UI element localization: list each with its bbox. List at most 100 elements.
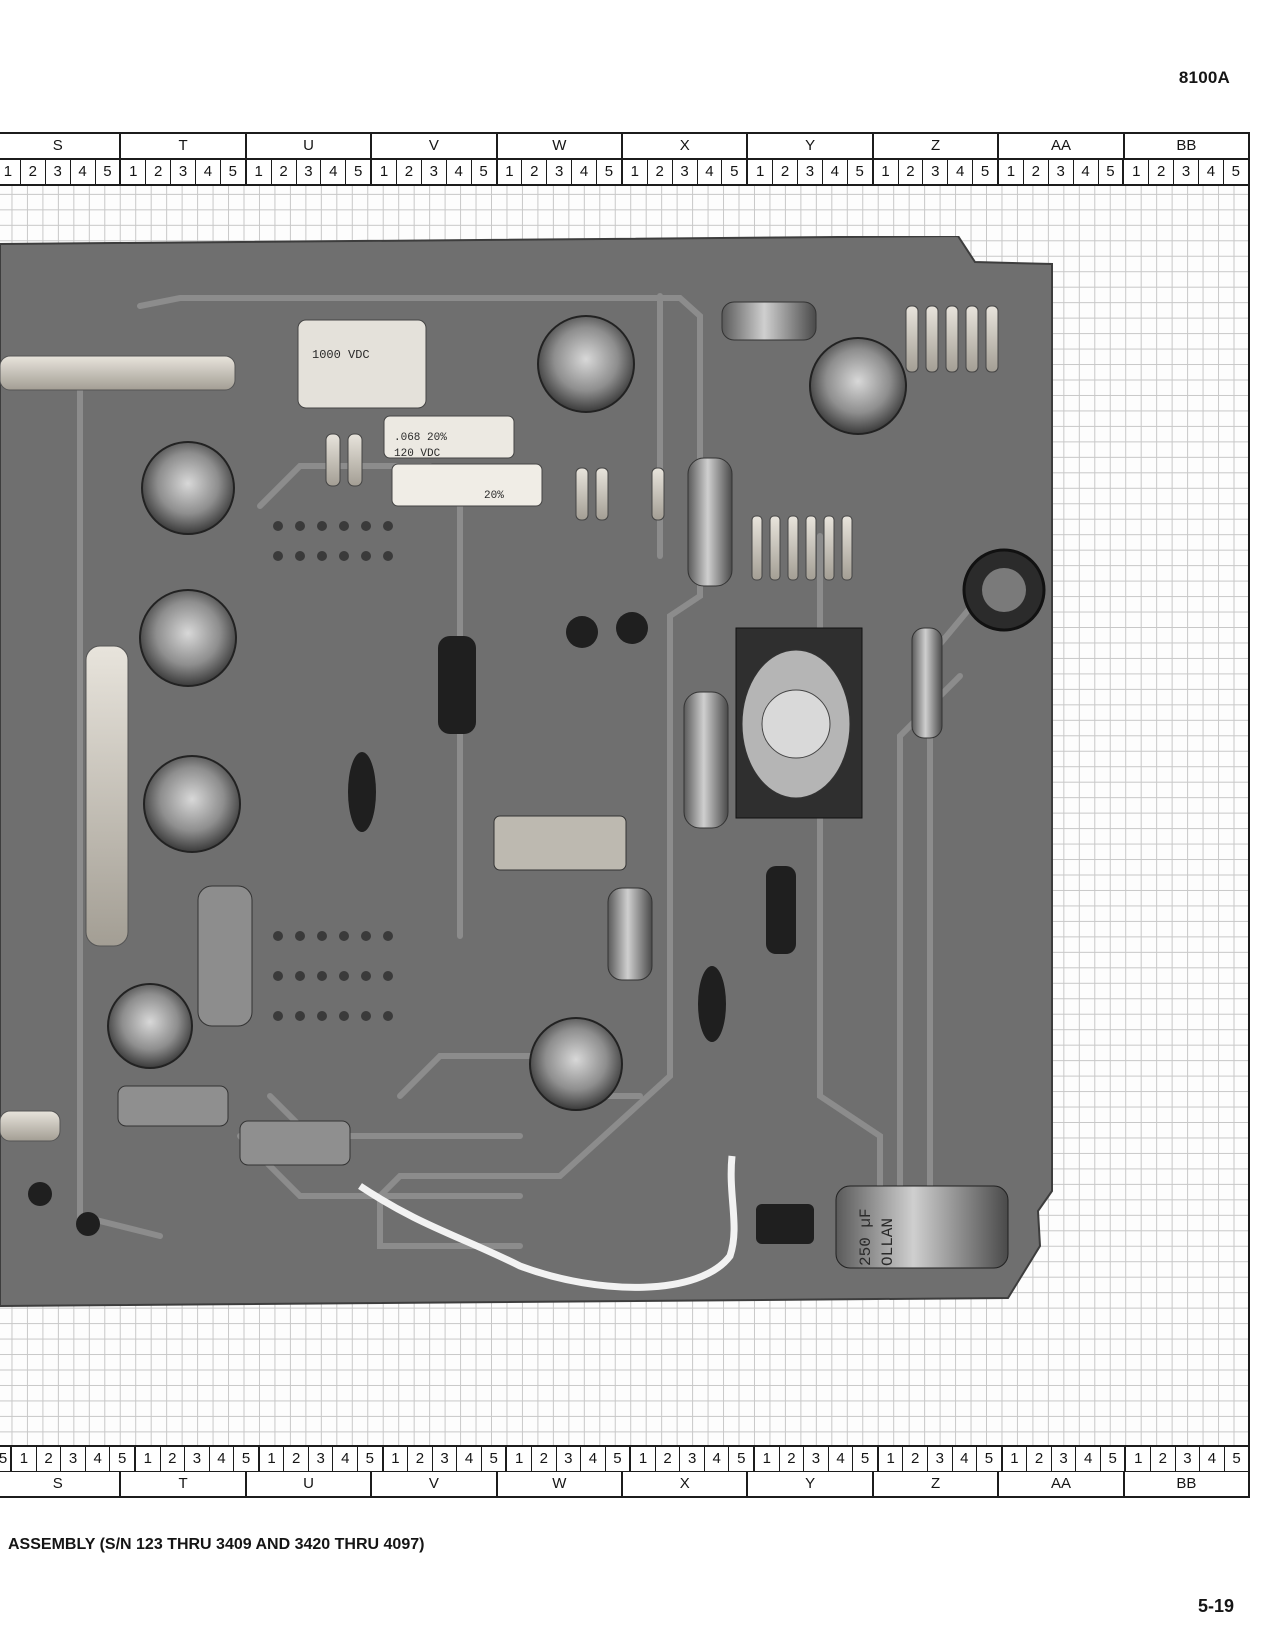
- grid-column-bb: BB: [1176, 1475, 1197, 1492]
- grid-subdivision: 4: [953, 1447, 978, 1471]
- grid-subdivision: 2: [272, 160, 297, 184]
- grid-subdivision: 4: [948, 160, 974, 184]
- grid-column-aa: AA: [999, 134, 1125, 158]
- grid-subdivision: 2: [773, 160, 798, 184]
- grid-subdivision: 3: [798, 160, 823, 184]
- grid-subdivision: 2: [903, 1447, 928, 1471]
- grid-subdivision: 4: [457, 1447, 482, 1471]
- grid-subdivision: 4: [196, 160, 221, 184]
- grid-subdivision: 1: [121, 160, 147, 184]
- grid-subdivision: 1: [1003, 1447, 1028, 1471]
- grid-subdivision: 5: [606, 1447, 632, 1471]
- grid-subdivision: 4: [86, 1447, 111, 1471]
- grid-subdivision: 1: [260, 1447, 285, 1471]
- grid-subdivision: 1: [247, 160, 272, 184]
- grid-subdivision: 2: [284, 1447, 309, 1471]
- grid-subdivision: 3: [673, 160, 698, 184]
- grid-subdivision: 3: [433, 1447, 458, 1471]
- grid-column-x: X: [623, 1472, 749, 1496]
- grid-subdivision: 3: [1174, 160, 1199, 184]
- grid-subdivision: 3: [297, 160, 322, 184]
- grid-subdivision: 1: [498, 160, 523, 184]
- grid-subdivision: 3: [923, 160, 949, 184]
- model-number: 8100A: [1178, 68, 1230, 87]
- grid-subdivision: 5: [1231, 163, 1240, 180]
- figure-caption: ASSEMBLY (S/N 123 THRU 3409 AND 3420 THR…: [8, 1536, 425, 1553]
- grid-subdivision: 1: [1126, 1447, 1152, 1471]
- grid-subdivision: 5: [977, 1447, 1003, 1471]
- grid-subdivision: 1: [0, 160, 21, 184]
- grid-subdivision: 2: [37, 1447, 62, 1471]
- grid-subdivision: 5: [973, 160, 999, 184]
- grid-column-aa: AA: [999, 1472, 1125, 1496]
- grid-subdivision: 2: [21, 160, 46, 184]
- grid-subdivision: 1: [12, 1447, 37, 1471]
- grid-subdivision: 5: [597, 160, 623, 184]
- grid-subdivision: 2: [648, 160, 673, 184]
- grid-subdivision: 5: [221, 160, 247, 184]
- grid-subdivision: 1: [755, 1447, 780, 1471]
- marking-1000vdc: 1000 VDC: [312, 348, 370, 362]
- grid-subdivision: 5: [110, 1447, 136, 1471]
- grid-column-u: U: [247, 134, 373, 158]
- grid-subdivision: 4: [698, 160, 723, 184]
- grid-subdivision: 5: [722, 160, 749, 184]
- grid-subdivision: 3: [61, 1447, 86, 1471]
- grid-subdivision: 3: [185, 1447, 210, 1471]
- grid-subdivision: 3: [680, 1447, 705, 1471]
- grid-subdivision: 3: [1049, 160, 1074, 184]
- grid-subdivision: 3: [557, 1447, 582, 1471]
- grid-subdivision: 1: [879, 1447, 904, 1471]
- grid-subdivision: 3: [928, 1447, 953, 1471]
- grid-subdivision: 4: [1074, 160, 1099, 184]
- grid-subdivision: 1: [748, 160, 774, 184]
- grid-subdivision: 2: [780, 1447, 805, 1471]
- grid-column-t: T: [121, 134, 247, 158]
- grid-subdivision: 4: [581, 1447, 606, 1471]
- grid-subdivision: 4: [333, 1447, 359, 1471]
- grid-column-w: W: [498, 134, 624, 158]
- marking-250uf: 250 µF: [857, 1208, 875, 1266]
- grid-column-s: S: [0, 1472, 122, 1496]
- grid-subdivision: 1: [384, 1447, 409, 1471]
- grid-column-t: T: [121, 1472, 247, 1496]
- grid-subdivision: 1: [1124, 160, 1150, 184]
- grid-subdivision: 5: [358, 1447, 384, 1471]
- grid-subdivision: 2: [522, 160, 548, 184]
- grid-subdivision: 1: [631, 1447, 656, 1471]
- grid-subdivision: 5: [1232, 1450, 1241, 1467]
- grid-subdivision: 2: [656, 1447, 681, 1471]
- grid-subdivision: 3: [547, 160, 573, 184]
- grid-subdivision: 5: [234, 1447, 260, 1471]
- grid-column-x: X: [623, 134, 749, 158]
- grid-subdivision: 1: [623, 160, 648, 184]
- grid-subdivision: 2: [161, 1447, 186, 1471]
- marking-ollan: OLLAN: [879, 1218, 897, 1266]
- grid-subdivision: 3: [46, 160, 71, 184]
- grid-subdivision: 2: [1149, 160, 1175, 184]
- grid-subdivision: 4: [1200, 1447, 1225, 1471]
- grid-column-w: W: [498, 1472, 624, 1496]
- circuit-board-photo: 1000 VDC .068 20% 120 VDC 20% 250 µF OLL…: [0, 236, 1053, 1308]
- grid-subdivision: 1: [372, 160, 397, 184]
- marking-068: .068 20%: [394, 432, 447, 444]
- grid-subdivision: 5: [472, 160, 498, 184]
- grid-column-z: Z: [874, 1472, 1000, 1496]
- grid-subdivision: 2: [1151, 1447, 1176, 1471]
- grid-subdivision: 4: [823, 160, 848, 184]
- grid-subdivision: 5: [848, 160, 874, 184]
- grid-subdivision: 2: [397, 160, 422, 184]
- page-number: 5-19: [1197, 1596, 1234, 1616]
- grid-subdivision: 3: [309, 1447, 334, 1471]
- grid-subdivision: 2: [146, 160, 172, 184]
- grid-subdivision: 1: [507, 1447, 532, 1471]
- marking-120vdc: 120 VDC: [394, 448, 441, 460]
- grid-subdivision: 4: [71, 160, 96, 184]
- grid-subdivision: 4: [447, 160, 472, 184]
- grid-subdivision: 2: [532, 1447, 557, 1471]
- grid-subdivision: 2: [1024, 160, 1049, 184]
- grid-column-v: V: [372, 1472, 498, 1496]
